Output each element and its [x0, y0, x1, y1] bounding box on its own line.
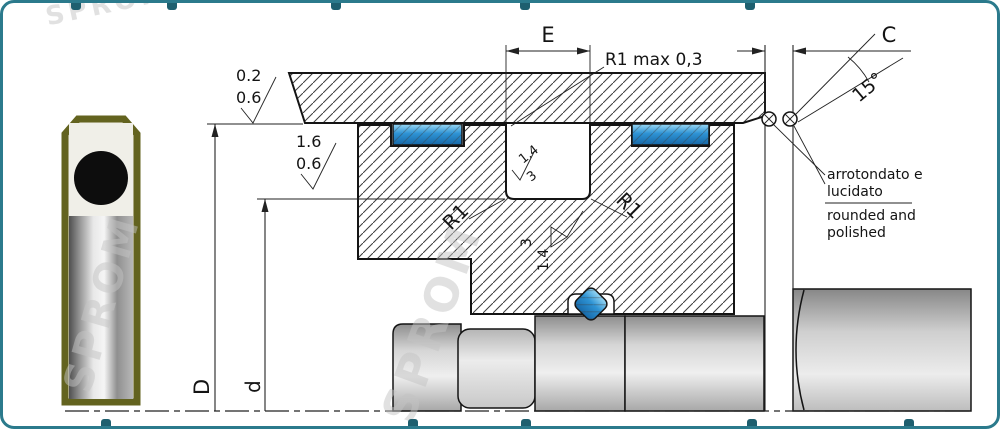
shaft-end-curve — [795, 289, 805, 411]
technical-drawing-svg: E R1 max 0,3 C 15° — [61, 23, 972, 412]
dimension-E: E — [505, 23, 591, 122]
border-tick — [747, 419, 757, 426]
angle-15-label: 15° — [848, 68, 888, 107]
roughness-check-icon — [511, 151, 535, 181]
r1-max-note: R1 max 0,3 — [510, 50, 703, 127]
border-tick — [745, 3, 755, 10]
dim-D-label: D — [190, 379, 214, 395]
angle-15-annotation: 15° — [795, 33, 904, 123]
rounded-edge-markers — [761, 111, 826, 185]
groove-block — [357, 124, 735, 315]
gasket-body — [69, 216, 133, 399]
roughness-top-b: 0.6 — [236, 88, 261, 107]
seal-profile-figure — [61, 115, 141, 406]
dim-d-label: d — [241, 380, 265, 393]
r1-max-label: R1 max 0,3 — [605, 50, 703, 70]
border-tick — [521, 419, 531, 426]
roughness-check-icon — [300, 142, 337, 190]
rod-segment-4 — [624, 315, 765, 412]
upper-housing-bar — [287, 72, 766, 124]
dimension-d: d — [241, 198, 505, 411]
border-tick — [904, 419, 914, 426]
roughness-triangle-icon — [550, 226, 568, 248]
roughness-side-a: 3 — [519, 238, 535, 247]
roughness-mid: 1.6 0.6 — [296, 132, 337, 190]
dim-E-label: E — [541, 23, 554, 47]
roughness-groove: 1.4 3 — [511, 143, 542, 185]
edge-note-en-1: rounded and — [827, 208, 916, 224]
dimension-C: C — [737, 23, 911, 55]
border-tick — [331, 3, 341, 10]
edge-note-it-1: arrotondato e — [827, 167, 923, 183]
border-tick — [408, 419, 418, 426]
roughness-top: 0.2 0.6 — [236, 66, 277, 124]
rod-segment-2 — [457, 328, 536, 409]
border-tick — [101, 419, 111, 426]
roughness-top-a: 0.2 — [236, 66, 261, 85]
roughness-check-icon — [240, 76, 277, 124]
edge-note-en-2: polished — [827, 225, 886, 241]
dim-C-label: C — [882, 23, 897, 47]
rod-segment-1 — [392, 323, 462, 412]
roughness-mid-a: 1.6 — [296, 132, 321, 151]
edge-note-it-2: lucidato — [827, 184, 883, 200]
rod-assembly — [392, 288, 972, 412]
static-seal — [567, 287, 615, 321]
guide-ring-right — [631, 123, 710, 146]
roughness-groove-a: 1.4 — [516, 143, 542, 168]
border-tick — [167, 3, 177, 10]
roughness-side: 3 1.4 — [519, 210, 584, 271]
edge-note: arrotondato e lucidato rounded and polis… — [825, 167, 923, 241]
roughness-mid-b: 0.6 — [296, 154, 321, 173]
roughness-groove-b: 3 — [524, 168, 540, 185]
rod-segment-3 — [534, 315, 626, 412]
o-ring-section — [74, 151, 128, 205]
border-tick — [71, 3, 81, 10]
guide-ring-left — [392, 123, 463, 146]
roughness-side-b: 1.4 — [536, 249, 552, 271]
border-tick — [520, 3, 530, 10]
shaft — [792, 288, 972, 412]
dimension-D: D — [190, 123, 303, 411]
